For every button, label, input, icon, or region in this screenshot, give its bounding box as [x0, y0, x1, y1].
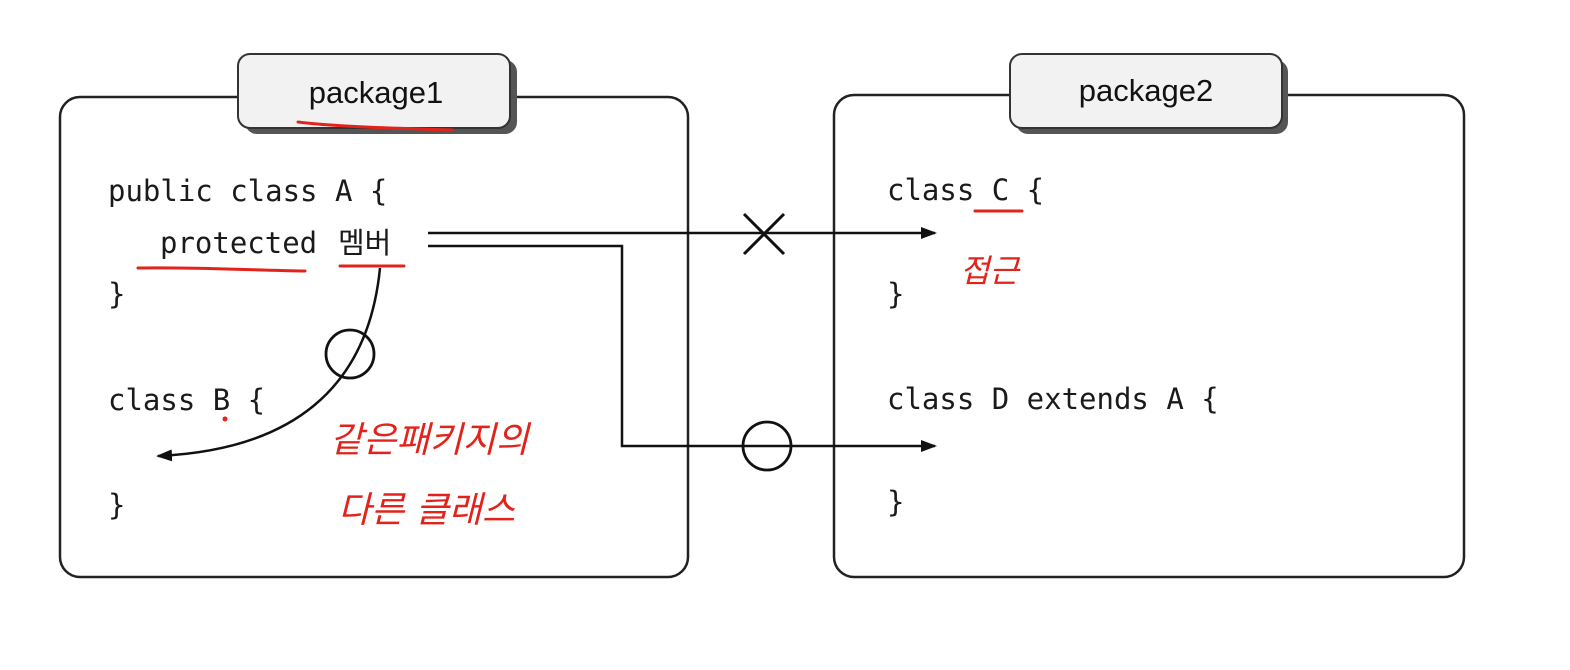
- package2-tab: package2: [1009, 53, 1288, 134]
- class-c-declaration: class C {: [887, 173, 1044, 207]
- class-c-close-brace: }: [887, 277, 904, 311]
- class-a-close-brace: }: [108, 277, 125, 311]
- protected-keyword: protected: [160, 226, 317, 260]
- class-a-declaration: public class A {: [108, 174, 387, 208]
- package2-label: package2: [1079, 73, 1213, 108]
- class-d-close-brace: }: [887, 485, 904, 519]
- note-access: 접근: [960, 252, 1021, 290]
- allowed-circle-icon-b: [324, 328, 376, 380]
- denied-x-icon: [742, 212, 786, 256]
- class-d-declaration: class D extends A {: [887, 382, 1219, 416]
- class-b-close-brace: }: [108, 488, 125, 522]
- mark-class-b: [222, 416, 228, 422]
- package1-label: package1: [309, 75, 443, 110]
- package2-box: [832, 93, 1466, 579]
- class-b-declaration: class B {: [108, 383, 265, 417]
- underline-protected: [136, 266, 307, 273]
- allowed-circle-icon-d: [741, 420, 793, 472]
- arrow-to-class-b: [156, 267, 382, 462]
- package1-tab: package1: [237, 53, 517, 134]
- arrow-to-class-d: [428, 244, 937, 452]
- underline-package1: [296, 120, 454, 132]
- note-same-package: 같은패키지의: [330, 420, 532, 461]
- member-word: 멤버: [338, 226, 391, 260]
- note-other-class: 다른 클래스: [338, 490, 516, 531]
